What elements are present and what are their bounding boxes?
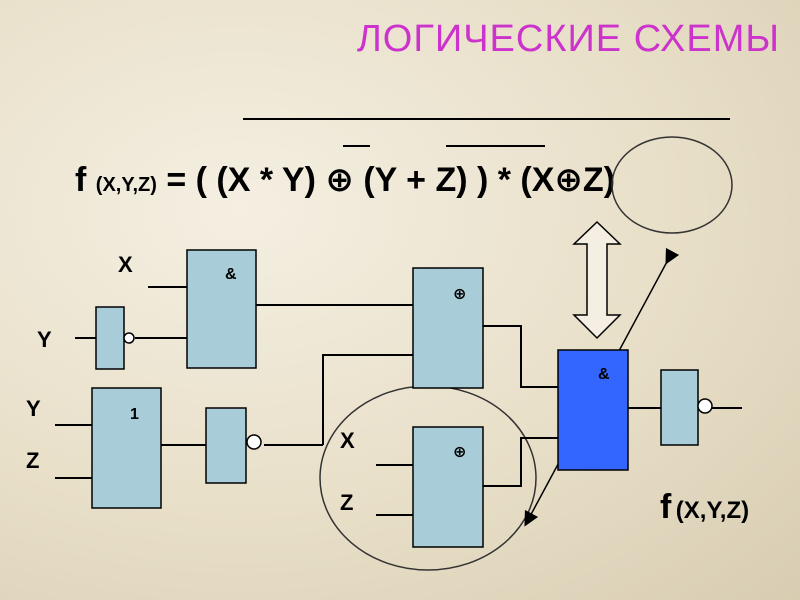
formula-arguments: (X,Y,Z)	[95, 174, 157, 196]
output-arguments: (X,Y,Z)	[675, 497, 750, 524]
output-label: f (X,Y,Z)	[660, 488, 749, 527]
wires	[55, 286, 742, 516]
output-function-name: f	[660, 488, 672, 526]
input-label-z-mid: Z	[26, 448, 40, 473]
inverter-output-bubble	[697, 398, 713, 414]
and-gate-1-symbol: &	[225, 266, 237, 283]
boolean-formula: f (X,Y,Z) = ( (X * Y) ⊕ (Y + Z) ) * (X⊕Z…	[75, 160, 615, 200]
and-gate-1	[186, 249, 257, 369]
input-label-y-top: Y	[37, 327, 52, 352]
inverter-or	[205, 407, 247, 484]
highlight-ellipse-formula	[611, 136, 733, 234]
formula-function-name: f	[75, 161, 87, 199]
input-label-y-mid: Y	[26, 396, 41, 421]
xor-gate-1	[412, 267, 484, 389]
inverter-or-bubble	[246, 434, 262, 450]
xor-gate-1-symbol: ⊕	[453, 286, 467, 303]
inverter-output	[660, 369, 699, 446]
inverter-y-bubble	[123, 332, 135, 344]
and-gate-2	[557, 349, 629, 471]
input-label-x-bottom: X	[340, 428, 355, 453]
xor-gate-2-symbol: ⊕	[453, 444, 467, 461]
or-gate-symbol: 1	[130, 406, 139, 423]
or-gate	[91, 387, 162, 509]
input-label-z-bottom: Z	[340, 490, 354, 515]
slide-title: ЛОГИЧЕСКИЕ СХЕМЫ	[356, 18, 780, 60]
formula-expression: = ( (X * Y) ⊕ (Y + Z) ) * (X⊕Z)	[156, 161, 616, 199]
input-label-x-top: X	[118, 252, 133, 277]
inverter-y	[95, 306, 125, 370]
double-arrow	[572, 220, 622, 340]
and-gate-2-symbol: &	[598, 366, 610, 383]
xor-gate-2	[412, 426, 484, 548]
